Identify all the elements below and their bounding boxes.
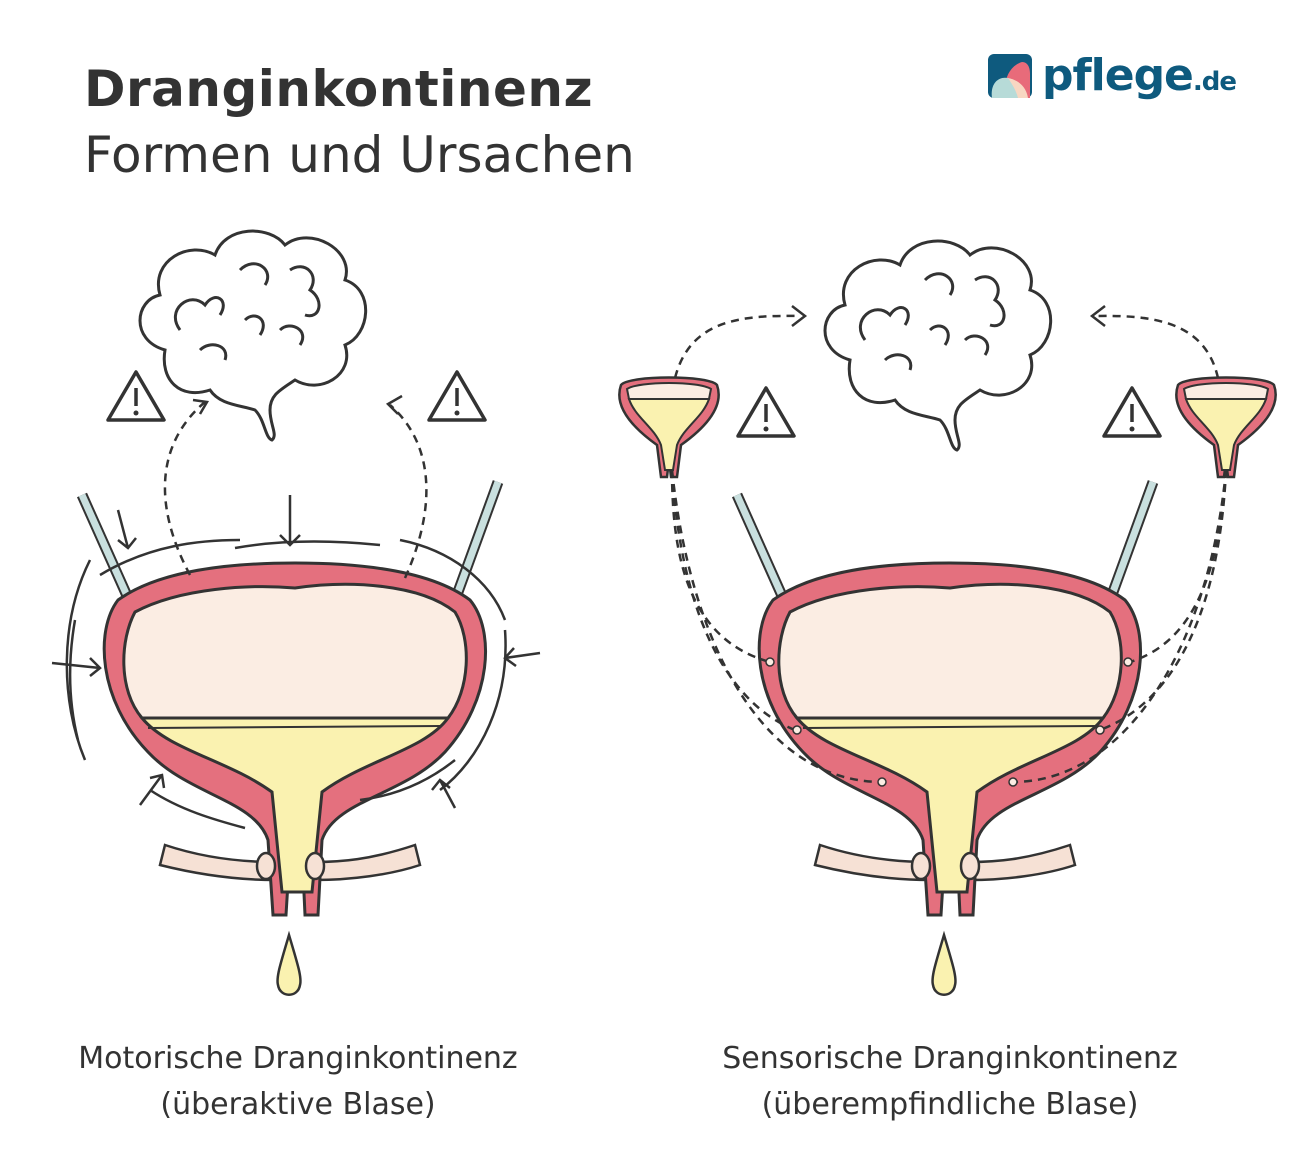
bladder-icon bbox=[1175, 376, 1277, 479]
caption-sensory: Sensorische Dranginkontinenz (überempfin… bbox=[640, 1036, 1260, 1128]
contraction-arrows bbox=[51, 394, 541, 830]
logo-mark-icon bbox=[988, 53, 1032, 98]
brain-icon bbox=[138, 229, 368, 442]
warning-icon bbox=[106, 370, 166, 422]
warning-icon bbox=[427, 370, 487, 422]
caption-subtitle: (überempfindliche Blase) bbox=[761, 1087, 1139, 1122]
nerve-endings bbox=[765, 657, 1133, 787]
logo-text: pflege.de bbox=[1042, 50, 1237, 101]
bladder-icon bbox=[618, 376, 720, 479]
dashed-signal-arrows bbox=[163, 401, 428, 579]
page-subtitle: Formen und Ursachen bbox=[84, 126, 635, 184]
bladder-diagram bbox=[82, 482, 498, 995]
caption-title: Motorische Dranginkontinenz bbox=[78, 1041, 518, 1076]
caption-title: Sensorische Dranginkontinenz bbox=[722, 1041, 1178, 1076]
page-title: Dranginkontinenz bbox=[84, 60, 594, 118]
motor-panel bbox=[51, 229, 541, 995]
brain-icon bbox=[823, 239, 1053, 452]
sensory-panel bbox=[618, 239, 1277, 995]
dashed-signal-arrows bbox=[670, 314, 1228, 784]
warning-icon bbox=[1102, 386, 1162, 438]
pflege-logo[interactable]: pflege.de bbox=[988, 50, 1237, 101]
bladder-diagram bbox=[737, 482, 1153, 995]
warning-icon bbox=[736, 386, 796, 438]
caption-subtitle: (überaktive Blase) bbox=[160, 1087, 436, 1122]
caption-motor: Motorische Dranginkontinenz (überaktive … bbox=[0, 1036, 608, 1128]
